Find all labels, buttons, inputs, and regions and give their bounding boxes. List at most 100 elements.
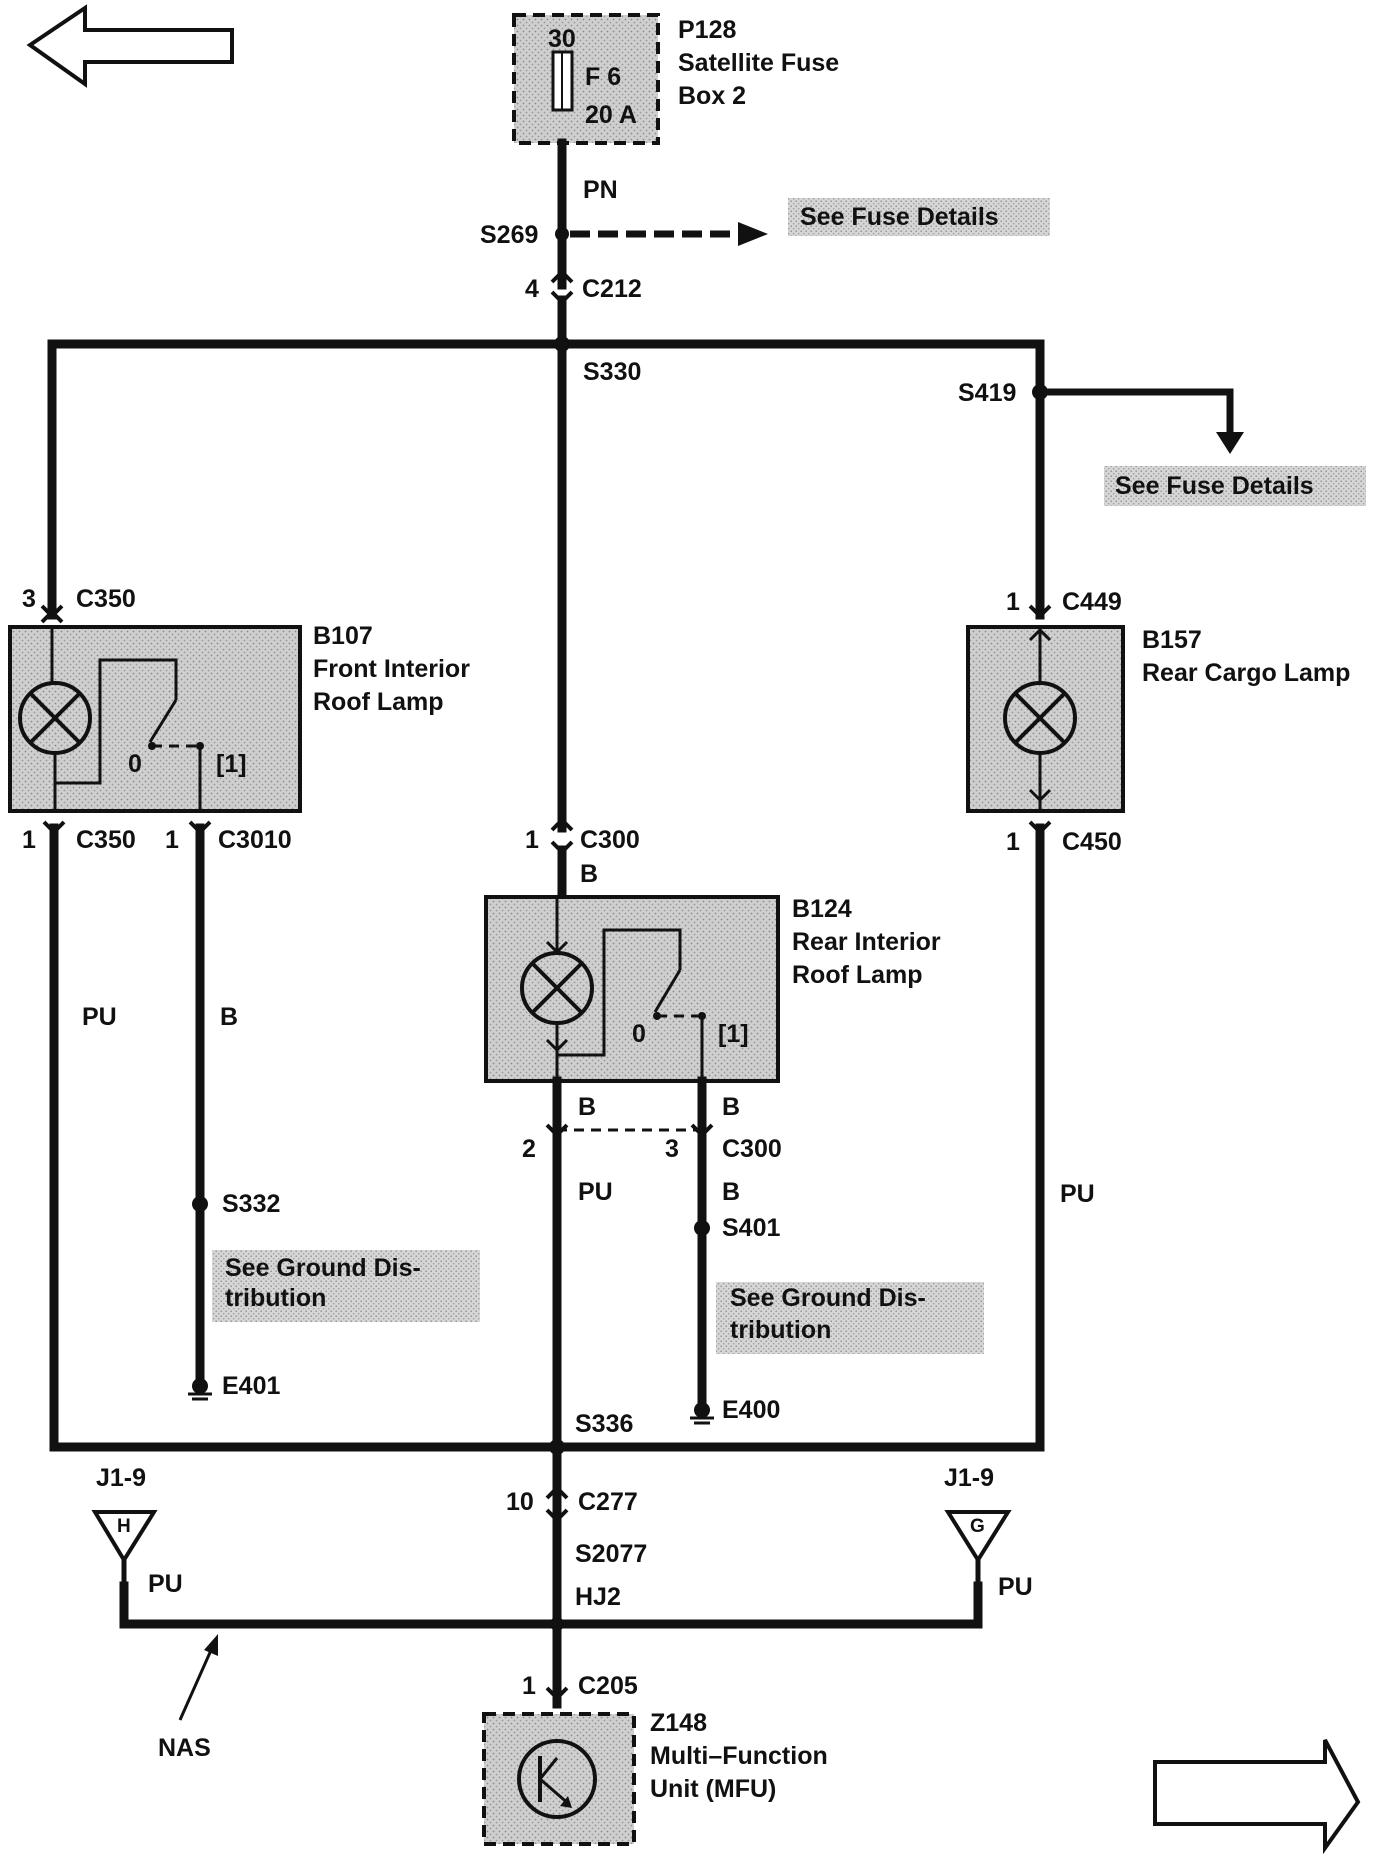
connector-c277-pin: 10	[506, 1488, 534, 1516]
splice-s332-label: S332	[222, 1190, 280, 1218]
junction-h-letter: H	[117, 1516, 131, 1537]
b107-switch-on: [1]	[216, 750, 247, 778]
connector-c350-bottom-id: C350	[76, 826, 136, 854]
connector-c277-id: C277	[578, 1488, 638, 1516]
ground-e401-icon	[188, 1378, 212, 1401]
connector-c212-pin: 4	[525, 275, 539, 303]
connector-c212-id: C212	[582, 275, 642, 303]
connector-c450-pin: 1	[1006, 828, 1020, 856]
ground-dist-note-1-line2[interactable]: tribution	[225, 1284, 326, 1312]
fuse-rating-label: 20 A	[585, 101, 637, 129]
junction-right-id: J1-9	[944, 1464, 994, 1492]
fuse-number-label: F 6	[585, 63, 621, 91]
transistor-icon	[517, 1739, 597, 1819]
b124-switch-on: [1]	[718, 1020, 749, 1048]
connector-c449	[1028, 604, 1052, 619]
b124-id: B124	[792, 895, 852, 923]
junction-g-letter: G	[970, 1516, 985, 1537]
splice-s332	[192, 1196, 208, 1212]
previous-page-arrow-icon[interactable]	[26, 4, 234, 88]
fuse-box-name-line2: Box 2	[678, 82, 746, 110]
component-b157	[966, 625, 1125, 813]
z148-id: Z148	[650, 1709, 707, 1737]
connector-c450-id: C450	[1062, 828, 1122, 856]
ground-dist-note-2-line1[interactable]: See Ground Dis-	[730, 1284, 926, 1312]
nas-label: NAS	[158, 1734, 211, 1762]
fuse-box-id: P128	[678, 16, 736, 44]
component-b124: 0 [1]	[484, 895, 780, 1083]
fuse-details-note-2[interactable]: See Fuse Details	[1115, 472, 1314, 500]
junction-j1-9-h-icon: H	[91, 1510, 158, 1590]
b107-name-line1: Front Interior	[313, 655, 470, 683]
top-bus-wire	[47, 339, 1045, 620]
arrow-down-icon	[1216, 432, 1244, 454]
switch-icon	[148, 699, 178, 743]
nas-wire	[119, 1581, 983, 1629]
splice-nas	[550, 1617, 564, 1631]
wire-hj2-label: HJ2	[575, 1583, 621, 1611]
b107-name-line2: Roof Lamp	[313, 688, 444, 716]
switch-icon	[653, 969, 682, 1013]
wire-b-c300-top-label: B	[580, 860, 598, 888]
b124-name-line2: Roof Lamp	[792, 961, 923, 989]
splice-s2077-label: S2077	[575, 1540, 647, 1568]
connector-c350-top-pin: 3	[22, 585, 36, 613]
connector-c300-top-id: C300	[580, 826, 640, 854]
b107-switch-off: 0	[128, 750, 142, 778]
ground-dist-note-2-line2[interactable]: tribution	[730, 1316, 831, 1344]
ground-dist-note-1-line1[interactable]: See Ground Dis-	[225, 1254, 421, 1282]
wire-b-b124-left-label: B	[578, 1093, 596, 1121]
fuse-details-note-1-bg	[788, 198, 1050, 236]
next-page-arrow-icon[interactable]	[1153, 1739, 1361, 1854]
connector-c300-bottom	[545, 1123, 714, 1138]
wire-b-b124-right-label: B	[722, 1093, 740, 1121]
b124-name-line1: Rear Interior	[792, 928, 941, 956]
connector-c277	[545, 1485, 569, 1523]
splice-s401-label: S401	[722, 1214, 780, 1242]
connector-c300-top-pin: 1	[525, 826, 539, 854]
connector-c350-bottom-pin: 1	[22, 826, 36, 854]
bottom-bus-wire	[49, 823, 1045, 1452]
z148-name-line1: Multi–Function	[650, 1742, 828, 1770]
component-z148	[482, 1712, 636, 1846]
connector-c205-pin: 1	[522, 1672, 536, 1700]
b157-name-line1: Rear Cargo Lamp	[1142, 659, 1350, 687]
connector-c205-id: C205	[578, 1672, 638, 1700]
splice-s269-label: S269	[480, 221, 538, 249]
connector-c350-top-id: C350	[76, 585, 136, 613]
nas-pointer-arrow-icon	[204, 1634, 218, 1656]
wire-b-s401-label: B	[722, 1178, 740, 1206]
nas-pointer-line	[178, 1647, 214, 1721]
b107-id: B107	[313, 622, 373, 650]
wire-b-front-switch-label: B	[220, 1003, 238, 1031]
connector-c300-bottom-id: C300	[722, 1135, 782, 1163]
b157-id: B157	[1142, 626, 1202, 654]
wire-pn-label: PN	[583, 176, 618, 204]
junction-left-id: J1-9	[96, 1464, 146, 1492]
connector-c449-pin: 1	[1006, 588, 1020, 616]
ground-dist-note-1-bg	[212, 1250, 480, 1322]
splice-s330-label: S330	[583, 358, 641, 386]
connector-c300-pin2: 2	[522, 1135, 536, 1163]
splice-s269	[555, 227, 569, 241]
wire-pu-nas-right-label: PU	[998, 1573, 1033, 1601]
connector-c300-pin3: 3	[665, 1135, 679, 1163]
fuse-details-note-2-bg	[1104, 466, 1366, 506]
wire-pu-center-label: PU	[578, 1178, 613, 1206]
ground-e401-label: E401	[222, 1372, 280, 1400]
ground-dist-note-2-bg	[716, 1282, 984, 1354]
component-b107: 0 [1]	[8, 625, 302, 813]
s419-branch-wire	[1040, 388, 1234, 432]
ground-e400-icon	[690, 1402, 714, 1425]
ground-e400-label: E400	[722, 1396, 780, 1424]
fuse-box-name-line1: Satellite Fuse	[678, 49, 839, 77]
wire-pu-nas-left-label: PU	[148, 1570, 183, 1598]
z148-name-line2: Unit (MFU)	[650, 1775, 776, 1803]
connector-c205	[545, 1686, 569, 1701]
wire-pu-right-label: PU	[1060, 1180, 1095, 1208]
fuse-details-note-1[interactable]: See Fuse Details	[800, 203, 999, 231]
wire-pu-left-label: PU	[82, 1003, 117, 1031]
fuse-pin-label: 30	[548, 25, 576, 53]
